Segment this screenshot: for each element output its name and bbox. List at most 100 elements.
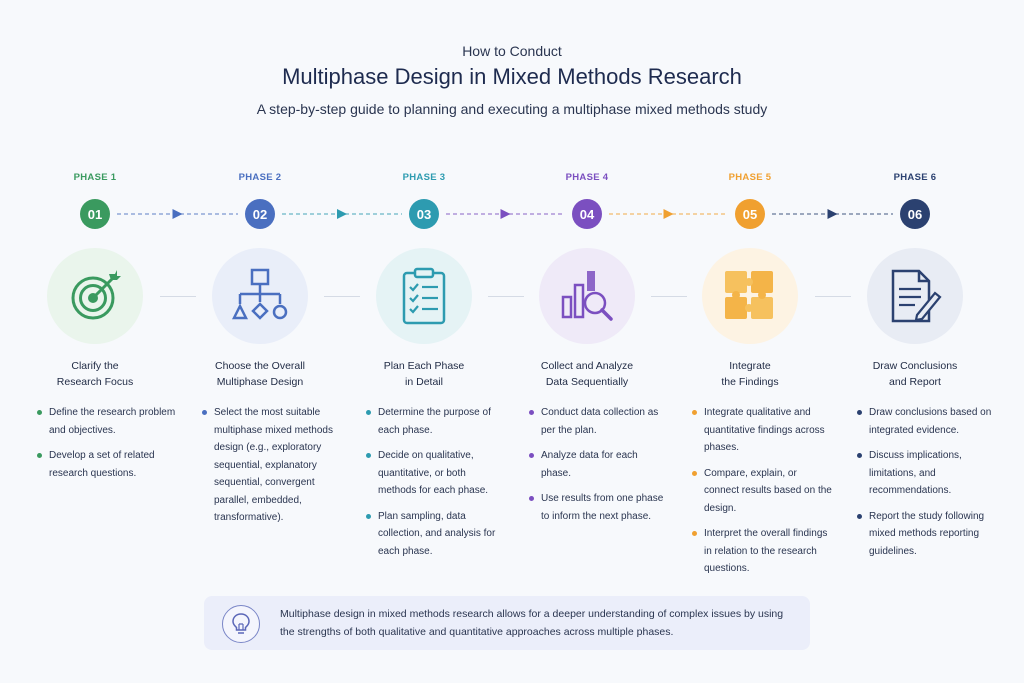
bullet-dot	[529, 410, 534, 415]
phase-arrow-1	[117, 209, 238, 219]
phase-bullets-6: Draw conclusions based on integrated evi…	[857, 404, 997, 568]
summary-note: Multiphase design in mixed methods resea…	[204, 596, 810, 650]
phase-title-line: Collect and Analyze	[540, 360, 634, 372]
lightbulb-icon	[222, 605, 260, 643]
bullet-dot	[202, 410, 207, 415]
phase-number-badge-2: 02	[245, 199, 275, 229]
phase-icon-circle-2	[212, 248, 308, 344]
phase-title-line: Clarify the	[71, 360, 119, 372]
bullet-text: Use results from one phase to inform the…	[541, 493, 664, 522]
bullet-dot	[857, 410, 862, 415]
phase-label-1: PHASE 1	[73, 172, 117, 183]
phase-title-line: and Report	[889, 376, 941, 388]
phase-title-line: Choose the Overall	[215, 360, 305, 372]
bullet-dot	[366, 453, 371, 458]
phase-icon-circle-3	[376, 248, 472, 344]
list-item: Conduct data collection as per the plan.	[529, 404, 669, 439]
phase-number-badge-1: 01	[80, 199, 110, 229]
document-pen-icon	[887, 267, 943, 325]
phase-icon-circle-6	[867, 248, 963, 344]
bullet-text: Select the most suitable multiphase mixe…	[214, 407, 333, 523]
phase-bullets-3: Determine the purpose of each phase. Deci…	[366, 404, 506, 568]
chart-magnifier-icon	[557, 267, 617, 325]
phase-number-badge-4: 04	[572, 199, 602, 229]
phase-label-4: PHASE 4	[565, 172, 609, 183]
icon-connector-3	[487, 296, 524, 297]
phase-bullets-4: Conduct data collection as per the plan.…	[529, 404, 669, 533]
bullet-text: Analyze data for each phase.	[541, 450, 638, 479]
phase-icon-circle-5	[702, 248, 798, 344]
bullet-text: Decide on qualitative, quantitative, or …	[378, 450, 489, 496]
header-kicker: How to Conduct	[462, 43, 562, 59]
bullet-dot	[857, 513, 862, 519]
bullet-dot	[692, 531, 697, 536]
clipboard-checklist-icon	[399, 267, 449, 325]
icon-connector-1	[159, 296, 196, 297]
phase-bullets-5: Integrate qualitative and quantitative f…	[692, 404, 832, 586]
bullet-dot	[37, 453, 42, 458]
summary-note-text: Multiphase design in mixed methods resea…	[280, 608, 784, 638]
bullet-dot	[37, 410, 42, 415]
phase-title-line: in Detail	[405, 376, 443, 388]
list-item: Use results from one phase to inform the…	[529, 490, 669, 525]
phase-title-line: Integrate	[729, 360, 771, 372]
bullet-dot	[857, 453, 862, 458]
phase-label-6: PHASE 6	[893, 172, 937, 183]
bullet-text: Interpret the overall findings in relati…	[704, 528, 828, 574]
list-item: Plan sampling, data collection, and anal…	[366, 508, 506, 561]
list-item: Discuss implications, limitations, and r…	[857, 447, 997, 500]
bullet-text: Plan sampling, data collection, and anal…	[378, 510, 496, 557]
phase-title-3: Plan Each Phase in Detail	[349, 358, 499, 390]
icon-connector-4	[650, 296, 687, 297]
phase-bullets-2: Select the most suitable multiphase mixe…	[202, 404, 342, 535]
list-item: Analyze data for each phase.	[529, 447, 669, 482]
phase-title-line: Research Focus	[56, 376, 134, 388]
bullet-dot	[692, 470, 697, 476]
bullet-text: Determine the purpose of each phase.	[378, 407, 491, 436]
bullet-dot	[529, 453, 534, 458]
phase-number-badge-5: 05	[735, 199, 765, 229]
phase-label-5: PHASE 5	[728, 172, 772, 183]
flowchart-icon	[230, 268, 290, 324]
page-subtitle: A step-by-step guide to planning and exe…	[256, 101, 768, 117]
phase-number-badge-3: 03	[409, 199, 439, 229]
list-item: Define the research problem and objectiv…	[37, 404, 177, 439]
phase-arrow-5	[772, 209, 893, 219]
phase-label-2: PHASE 2	[238, 172, 282, 183]
list-item: Decide on qualitative, quantitative, or …	[366, 447, 506, 500]
bullet-text: Report the study following mixed methods…	[869, 510, 985, 557]
phase-bullets-1: Define the research problem and objectiv…	[37, 404, 177, 490]
list-item: Develop a set of related research questi…	[37, 447, 177, 482]
bullet-dot	[529, 496, 534, 501]
bullet-dot	[366, 410, 371, 415]
bullet-text: Discuss implications, limitations, and r…	[869, 450, 962, 496]
list-item: Compare, explain, or connect results bas…	[692, 465, 832, 518]
page-title: Multiphase Design in Mixed Methods Resea…	[282, 64, 742, 89]
phase-icon-circle-1	[47, 248, 143, 344]
bullet-text: Compare, explain, or connect results bas…	[704, 467, 832, 514]
phase-title-line: Plan Each Phase	[383, 360, 465, 372]
list-item: Draw conclusions based on integrated evi…	[857, 404, 997, 439]
phase-arrow-3	[446, 209, 565, 219]
icon-connector-2	[324, 296, 360, 297]
bullet-dot	[692, 410, 697, 415]
phase-number-badge-6: 06	[900, 199, 930, 229]
bullet-text: Integrate qualitative and quantitative f…	[704, 407, 825, 453]
list-item: Determine the purpose of each phase.	[366, 404, 506, 439]
phase-arrow-4	[609, 209, 728, 219]
phase-title-line: Data Sequentially	[545, 376, 629, 388]
bullet-text: Define the research problem and objectiv…	[49, 407, 176, 436]
phase-title-line: Multiphase Design	[216, 376, 304, 388]
bullet-dot	[366, 513, 371, 519]
list-item: Report the study following mixed methods…	[857, 508, 997, 561]
phase-title-5: Integrate the Findings	[675, 358, 825, 390]
phase-title-line: the Findings	[721, 376, 779, 388]
bullet-text: Draw conclusions based on integrated evi…	[869, 407, 992, 436]
phase-icon-circle-4	[539, 248, 635, 344]
list-item: Integrate qualitative and quantitative f…	[692, 404, 832, 457]
bullet-text: Conduct data collection as per the plan.	[541, 407, 659, 436]
